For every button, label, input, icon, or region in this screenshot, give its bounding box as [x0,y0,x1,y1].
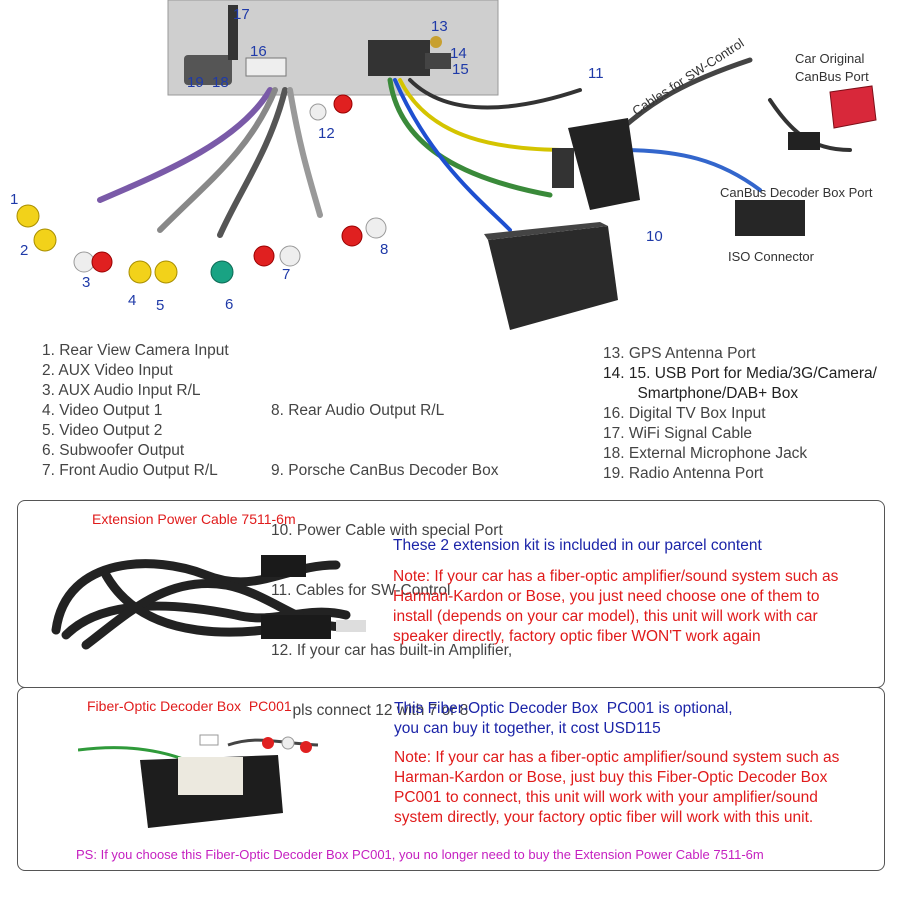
rca-1 [16,204,40,228]
number-10: 10 [646,228,663,245]
canbus-port-plug [788,132,820,150]
rca-8a [341,225,363,247]
rca-2 [33,228,57,252]
iso-connector-label: ISO Connector [728,249,815,264]
power-port [552,118,640,210]
head-unit-ports [184,5,451,85]
car-canbus-port [829,85,877,129]
legend-item: 10. Power Cable with special Port [271,522,503,539]
number-2: 2 [20,242,28,259]
rca-5 [154,260,178,284]
number-16: 16 [250,43,267,60]
canbus-decoder-box [484,222,618,330]
car-canbus-label: Car Original CanBus Port [795,51,869,84]
legend-item: 6. Subwoofer Output [42,442,185,459]
ps-text: If you choose this Fiber-Optic Decoder B… [96,847,764,862]
wiring-diagram: 1 2 3 4 5 6 7 8 9 10 11 12 13 14 15 16 1… [10,0,877,330]
number-12: 12 [318,125,335,142]
iso-connector [735,200,805,236]
decoder-box-title: Fiber-Optic Decoder Box PC001 [87,698,292,714]
harness-cables [97,57,852,238]
rca-3b [91,251,113,273]
rca-12 [333,94,353,114]
rca-8b [365,217,387,239]
number-4: 4 [128,292,136,309]
rca-connectors [16,94,387,284]
number-11: 11 [588,65,604,82]
legend-item: Smartphone/DAB+ Box [603,385,799,402]
decoder-box-panel [17,687,885,871]
legend-item: 5. Video Output 2 [42,422,163,439]
extension-cable-note: Note: If your car has a fiber-optic ampl… [393,568,839,645]
rca-3a [73,251,95,273]
number-18: 18 [212,74,229,91]
legend-item: 14. 15. USB Port for Media/3G/Camera/ [603,365,877,382]
number-19: 19 [187,74,204,91]
number-15: 15 [452,61,469,78]
rca-12b [309,103,327,121]
legend-item: 1. Rear View Camera Input [42,342,229,359]
number-5: 5 [156,297,164,314]
legend-column-3: 13. GPS Antenna Port 14. 15. USB Port fo… [603,344,877,484]
legend-column-2: 8. Rear Audio Output R/L 9. Porsche CanB… [271,361,512,741]
legend-item: 11. Cables for SW-Control [271,582,451,599]
legend-item: 17. WiFi Signal Cable [603,425,753,442]
legend-item: 7. Front Audio Output R/L [42,462,218,479]
rca-7a [253,245,275,267]
legend-item: 18. External Microphone Jack [603,445,808,462]
decoder-box-image [78,734,319,828]
number-14: 14 [450,45,467,62]
extension-cable-title: Extension Power Cable 7511-6m [92,511,296,527]
decoder-box-optional-line1: This Fiber-Optic Decoder Box PC001 is op… [394,700,733,717]
number-6: 6 [225,296,233,313]
legend-item: 9. Porsche CanBus Decoder Box [271,462,499,479]
number-17: 17 [233,6,250,23]
legend-item: 13. GPS Antenna Port [603,345,756,362]
legend-item: 16. Digital TV Box Input [603,405,766,422]
number-3: 3 [82,274,90,291]
rca-7b [279,245,301,267]
sw-control-label: Cables for SW-Control [629,35,746,118]
number-8: 8 [380,241,388,258]
decoder-box-note: Note: If your car has a fiber-optic ampl… [394,749,840,826]
number-1: 1 [10,191,18,208]
decoder-box-optional-line2: you can buy it together, it cost USD115 [394,720,661,737]
legend-item: 8. Rear Audio Output R/L [271,402,445,419]
rca-6 [210,260,234,284]
legend-item: 2. AUX Video Input [42,362,173,379]
extension-cable-image [51,555,366,650]
ps-note: PS: If you choose this Fiber-Optic Decod… [76,847,764,862]
legend-item: 4. Video Output 1 [42,402,163,419]
legend-item: 3. AUX Audio Input R/L [42,382,201,399]
ps-label: PS: [76,847,97,862]
legend-item: 12. If your car has built-in Amplifier, [271,642,513,659]
legend-item: 19. Radio Antenna Port [603,465,764,482]
number-7: 7 [282,266,290,283]
extension-cable-included-text: These 2 extension kit is included in our… [393,537,762,554]
number-13: 13 [431,18,448,35]
canbus-decoder-port-label: CanBus Decoder Box Port [720,185,873,200]
rca-4 [128,260,152,284]
legend-column-1: 1. Rear View Camera Input 2. AUX Video I… [42,341,229,481]
legend-item: pls connect 12 with 7 or 8 [271,702,469,719]
